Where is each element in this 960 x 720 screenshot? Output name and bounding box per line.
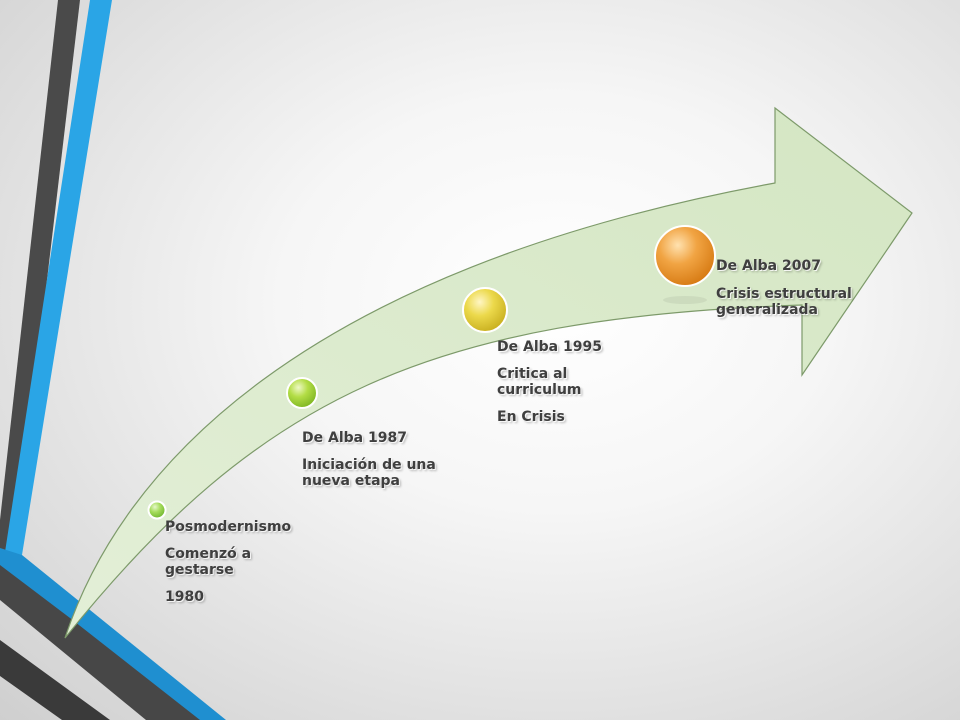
milestone-label-4: De Alba 2007 Crisis estructural generali… — [716, 258, 866, 329]
milestone-label-1: Posmodernismo Comenzó a gestarse 1980 — [165, 519, 305, 616]
milestone-detail: Comenzó a gestarse — [165, 546, 252, 578]
milestone-dot-4 — [654, 225, 716, 304]
milestone-title: Posmodernismo — [165, 519, 292, 535]
milestone-dot-2 — [286, 377, 318, 409]
milestone-dot-1 — [147, 500, 167, 520]
stripe-dark-bottom — [0, 565, 200, 720]
milestone-detail: 1980 — [165, 589, 204, 605]
milestone-title: De Alba 2007 — [716, 258, 821, 274]
stripe-blue-top — [5, 0, 112, 555]
milestone-label-3: De Alba 1995 Critica al curriculum En Cr… — [497, 339, 622, 436]
milestone-title: De Alba 1987 — [302, 430, 407, 446]
milestone-label-2: De Alba 1987 Iniciación de una nueva eta… — [302, 430, 452, 500]
stripe-dark-corner — [0, 640, 110, 720]
milestone-title: De Alba 1995 — [497, 339, 602, 355]
milestone-detail: Iniciación de una nueva etapa — [302, 457, 436, 489]
milestone-detail: Critica al curriculum — [497, 366, 582, 398]
stripe-dark-top — [0, 0, 80, 560]
milestone-dot-3 — [462, 287, 508, 333]
stripe-blue-bottom — [0, 548, 226, 720]
milestone-detail: En Crisis — [497, 409, 565, 425]
milestone-detail: Crisis estructural generalizada — [716, 286, 852, 318]
